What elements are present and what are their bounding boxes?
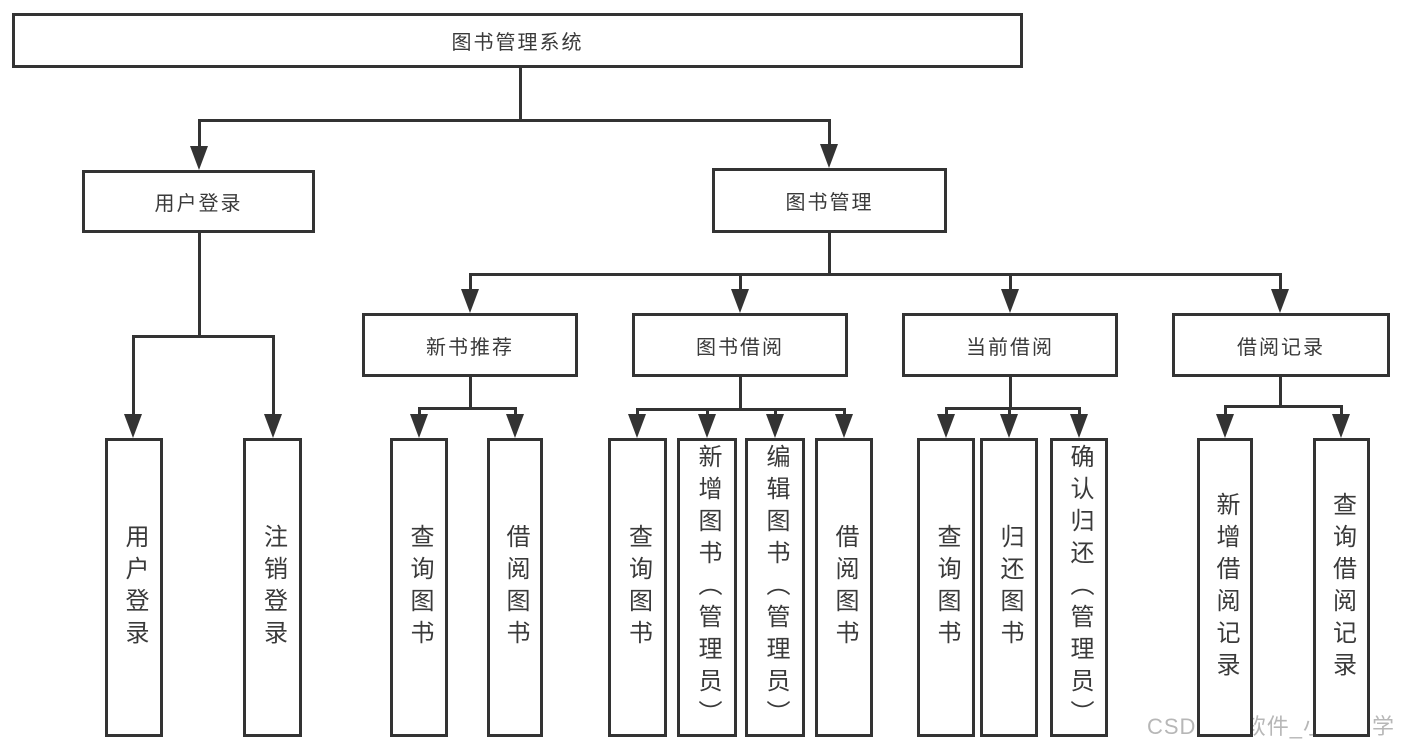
node-book-management: 图书管理: [712, 168, 947, 233]
connector-stub: [1278, 377, 1282, 408]
arrow-down-icon: [628, 414, 646, 438]
node-leaf-borrow-book-2: 借阅图书: [815, 438, 873, 737]
arrow-down-icon: [264, 414, 282, 438]
node-label-user-login: 用户登录: [154, 193, 243, 215]
node-user-login: 用户登录: [82, 170, 315, 233]
arrow-down-icon: [1271, 289, 1289, 313]
connector-drop: [1223, 405, 1227, 420]
connector-stub: [518, 68, 522, 122]
connector-bar: [1223, 405, 1343, 408]
node-leaf-add-borrow-rec: 新增借阅记录: [1197, 438, 1253, 737]
arrow-down-icon: [461, 289, 479, 313]
arrow-down-icon: [1332, 414, 1350, 438]
node-label-book-borrowing: 图书借阅: [696, 336, 784, 359]
arrow-down-icon: [506, 414, 524, 438]
node-label-leaf-add-book-admin: 新增图书（管理员）: [694, 443, 721, 732]
node-leaf-query-book-2: 查询图书: [608, 438, 667, 737]
arrow-down-icon: [820, 144, 838, 168]
node-label-leaf-add-borrow-rec: 新增借阅记录: [1212, 491, 1239, 684]
node-label-leaf-query-book-3: 查询图书: [933, 523, 960, 652]
connector-drop: [417, 407, 421, 420]
node-leaf-confirm-return: 确认归还（管理员）: [1050, 438, 1108, 737]
node-borrowing-records: 借阅记录: [1172, 313, 1390, 377]
connector-drop: [1008, 273, 1012, 295]
connector-drop: [944, 407, 948, 420]
connector-drop: [1278, 273, 1282, 295]
connector-drop: [1077, 407, 1081, 420]
arrow-down-icon: [190, 146, 208, 170]
connector-drop: [468, 273, 472, 295]
connector-bar: [417, 407, 517, 410]
node-leaf-user-login: 用户登录: [105, 438, 163, 737]
node-label-leaf-borrow-book-2: 借阅图书: [831, 523, 858, 652]
node-leaf-query-book-3: 查询图书: [917, 438, 975, 737]
arrow-down-icon: [698, 414, 716, 438]
connector-drop: [197, 119, 201, 152]
connector-stub: [827, 233, 831, 276]
connector-bar: [944, 407, 1081, 410]
arrow-down-icon: [1216, 414, 1234, 438]
arrow-down-icon: [410, 414, 428, 438]
connector-bar: [131, 335, 275, 338]
connector-bar: [635, 408, 846, 411]
node-book-borrowing: 图书借阅: [632, 313, 848, 377]
connector-stub: [738, 377, 742, 411]
connector-drop: [738, 273, 742, 295]
connector-drop: [1339, 405, 1343, 420]
connector-stub: [197, 233, 201, 338]
arrow-down-icon: [731, 289, 749, 313]
node-label-new-book-recommend: 新书推荐: [426, 336, 514, 359]
arrow-down-icon: [1000, 414, 1018, 438]
connector-drop: [131, 335, 135, 420]
node-label-leaf-return-book: 归还图书: [996, 523, 1023, 652]
node-label-leaf-query-borrow-rec: 查询借阅记录: [1328, 491, 1356, 684]
arrow-down-icon: [1070, 414, 1088, 438]
node-label-root: 图书管理系统: [451, 32, 584, 54]
node-label-leaf-query-book-1: 查询图书: [406, 523, 433, 652]
node-leaf-query-borrow-rec: 查询借阅记录: [1313, 438, 1370, 737]
arrow-down-icon: [766, 414, 784, 438]
node-label-leaf-edit-book-admin: 编辑图书（管理员）: [762, 443, 789, 732]
connector-stub: [468, 377, 472, 410]
connector-bar: [197, 119, 831, 122]
connector-drop: [1007, 407, 1011, 420]
arrow-down-icon: [1001, 289, 1019, 313]
node-label-current-borrowing: 当前借阅: [966, 336, 1054, 359]
node-leaf-logout: 注销登录: [243, 438, 302, 737]
node-label-book-management: 图书管理: [785, 192, 874, 214]
arrow-down-icon: [835, 414, 853, 438]
node-leaf-edit-book-admin: 编辑图书（管理员）: [745, 438, 805, 737]
node-label-leaf-borrow-book-1: 借阅图书: [502, 523, 529, 652]
node-leaf-borrow-book-1: 借阅图书: [487, 438, 543, 737]
node-label-leaf-query-book-2: 查询图书: [624, 523, 652, 652]
node-leaf-query-book-1: 查询图书: [390, 438, 448, 737]
connector-stub: [1008, 377, 1012, 410]
connector-drop: [513, 407, 517, 420]
arrow-down-icon: [124, 414, 142, 438]
node-new-book-recommend: 新书推荐: [362, 313, 578, 377]
connector-drop: [827, 119, 831, 150]
node-label-leaf-confirm-return: 确认归还（管理员）: [1066, 443, 1093, 732]
node-root: 图书管理系统: [12, 13, 1023, 68]
node-current-borrowing: 当前借阅: [902, 313, 1118, 377]
node-leaf-add-book-admin: 新增图书（管理员）: [677, 438, 737, 737]
connector-bar: [468, 273, 1282, 276]
node-label-leaf-user-login: 用户登录: [121, 523, 148, 652]
connector-drop: [271, 335, 275, 420]
node-leaf-return-book: 归还图书: [980, 438, 1038, 737]
arrow-down-icon: [937, 414, 955, 438]
node-label-leaf-logout: 注销登录: [259, 523, 287, 652]
node-label-borrowing-records: 借阅记录: [1237, 336, 1325, 359]
